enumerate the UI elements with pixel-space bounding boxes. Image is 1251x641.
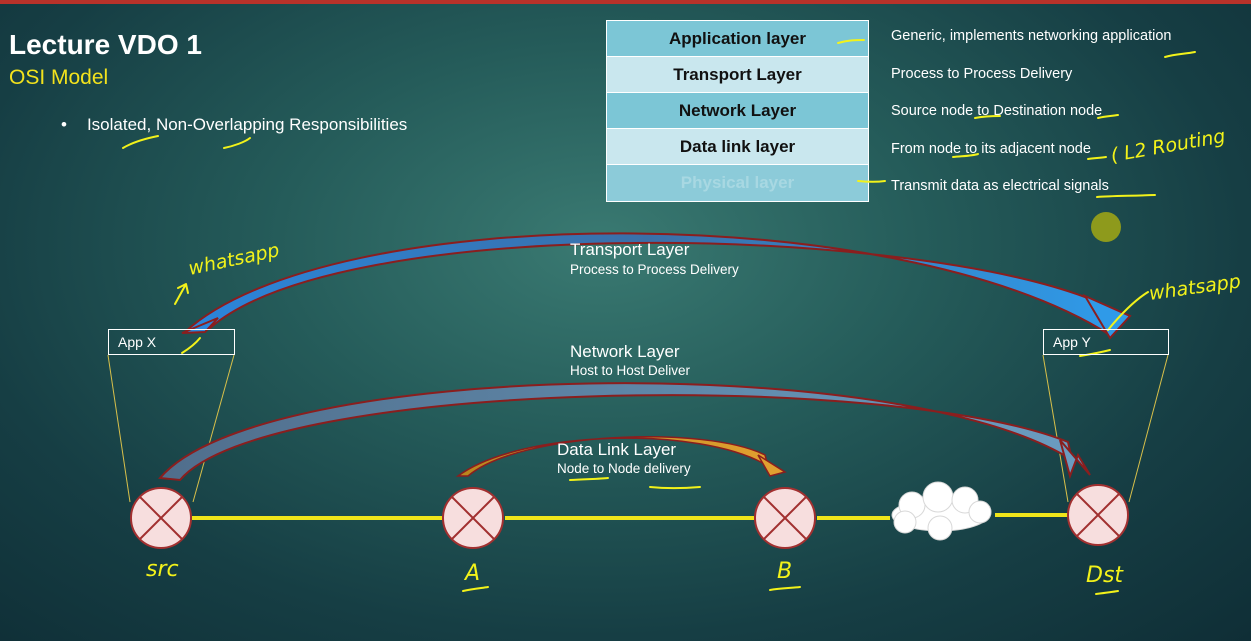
datalink-arc-title: Data Link Layer <box>557 440 677 459</box>
bullet-point: •Isolated, Non-Overlapping Responsibilit… <box>61 115 408 134</box>
node-src-icon <box>130 487 192 549</box>
handwriting-whatsapp-left: whatsapp <box>186 239 281 280</box>
datalink-arc-subtitle: Node to Node delivery <box>557 461 691 476</box>
desc-network: Source node to Destination node <box>891 103 1103 119</box>
desc-transport: Process to Process Delivery <box>891 66 1073 82</box>
handwriting-l2-routing: ( L2 Routing <box>1109 125 1227 167</box>
app-x-box: App X <box>108 329 235 355</box>
osi-layer-physical: Physical layer <box>607 165 868 201</box>
top-accent-bar <box>0 0 1251 4</box>
transport-arc-subtitle: Process to Process Delivery <box>570 262 739 277</box>
handwriting-whatsapp-right: whatsapp <box>1148 270 1243 305</box>
slide-subtitle: OSI Model <box>9 66 109 89</box>
desc-application: Generic, implements networking applicati… <box>891 28 1172 44</box>
desc-physical: Transmit data as electrical signals <box>891 178 1109 194</box>
bullet-text: Isolated, Non-Overlapping Responsibiliti… <box>86 115 408 134</box>
network-arc-title: Network Layer <box>570 342 680 361</box>
app-y-label: App Y <box>1053 334 1091 350</box>
osi-layer-application: Application layer <box>607 21 868 57</box>
node-b-icon <box>754 487 816 549</box>
handwritten-annotations <box>122 39 1196 595</box>
handwriting-dst: Dst <box>1086 563 1124 588</box>
osi-layer-table: Application layer Transport Layer Networ… <box>606 20 869 202</box>
network-arrowhead <box>1059 439 1091 480</box>
transport-arrowhead <box>1082 293 1132 340</box>
cloud-icon <box>891 481 992 541</box>
osi-layer-transport: Transport Layer <box>607 57 868 93</box>
node-a-icon <box>442 487 504 549</box>
desc-datalink: From node to its adjacent node <box>891 141 1091 157</box>
app-connector-lines <box>107 354 1169 503</box>
network-arc-subtitle: Host to Host Deliver <box>570 363 691 378</box>
app-y-box: App Y <box>1043 329 1169 355</box>
app-x-label: App X <box>118 334 157 350</box>
pointer-dot <box>1091 212 1121 242</box>
slide-title: Lecture VDO 1 <box>9 29 202 60</box>
transport-arc-title: Transport Layer <box>570 240 690 259</box>
handwriting-src: src <box>146 557 179 582</box>
osi-layer-network: Network Layer <box>607 93 868 129</box>
link-line <box>192 513 1068 520</box>
osi-layer-datalink: Data link layer <box>607 129 868 165</box>
node-dst-icon <box>1067 484 1129 546</box>
handwriting-b: B <box>777 559 792 584</box>
handwriting-a: A <box>463 561 480 586</box>
datalink-arrowhead <box>757 454 787 477</box>
